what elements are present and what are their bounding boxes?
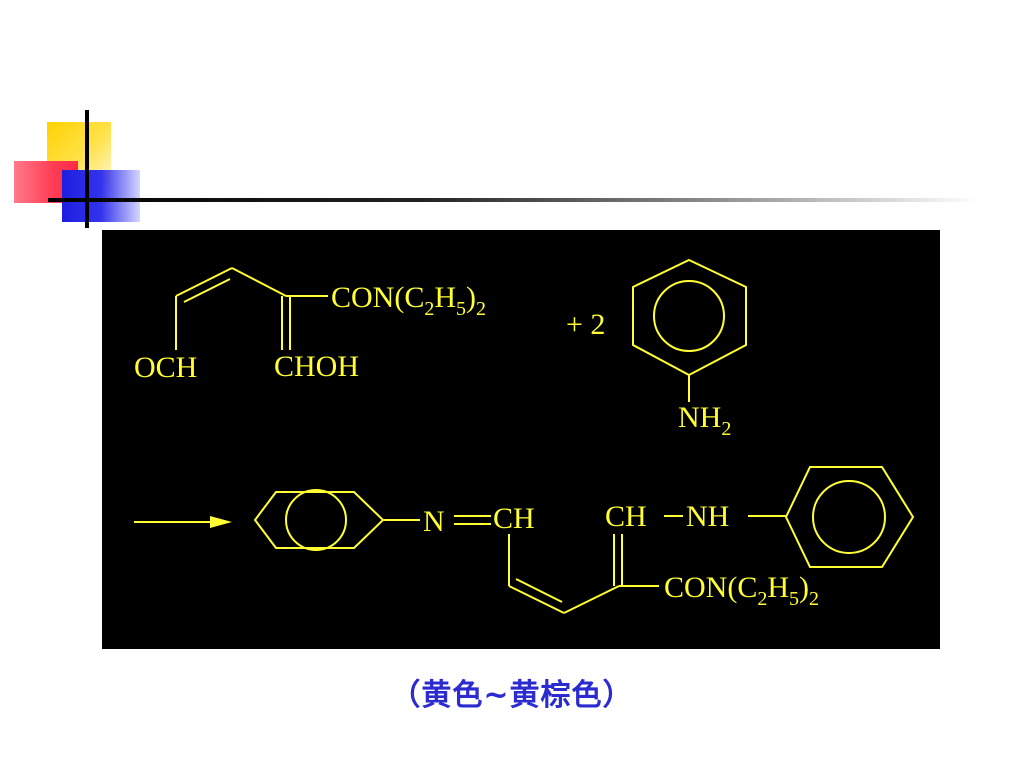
benzene-ring-aniline	[632, 258, 747, 377]
decor-vertical-line	[85, 110, 89, 228]
reagent-coefficient: + 2	[566, 308, 605, 341]
benzene-ring-inner-circle	[812, 480, 886, 554]
reactant-amide-label: CON(C2H5)2	[331, 281, 486, 320]
decor-horizontal-line	[48, 198, 978, 202]
product-imine-n: N	[423, 505, 445, 538]
bond	[563, 585, 620, 614]
reaction-arrow	[134, 516, 232, 528]
benzene-ring-product-left	[253, 491, 385, 549]
reactant-aldehyde-label: OCH	[134, 351, 197, 384]
bond	[183, 278, 231, 303]
reaction-scheme: CON(C2H5)2 OCH CHOH + 2 NH2 N CH CH NH	[134, 258, 915, 614]
product-imine-ch: CH	[493, 502, 535, 535]
product-amine-ch: CH	[605, 500, 647, 533]
reaction-scheme-panel: CON(C2H5)2 OCH CHOH + 2 NH2 N CH CH NH	[102, 230, 940, 649]
benzene-ring-inner-circle	[285, 489, 347, 551]
bond	[508, 585, 565, 614]
reactant-enol-label: CHOH	[274, 350, 359, 383]
color-caption: （黄色~黄棕色）	[390, 678, 634, 713]
decor-blue-square	[62, 170, 140, 222]
bond	[515, 578, 563, 603]
bond	[175, 267, 233, 297]
benzene-ring-product-right	[784, 466, 915, 568]
product-amine-nh: NH	[686, 500, 729, 533]
bond	[231, 267, 287, 297]
reactant-skeleton	[175, 267, 328, 350]
benzene-ring-inner-circle	[653, 280, 725, 352]
product-amide-label: CON(C2H5)2	[664, 571, 819, 610]
aniline-amine-label: NH2	[678, 401, 731, 440]
